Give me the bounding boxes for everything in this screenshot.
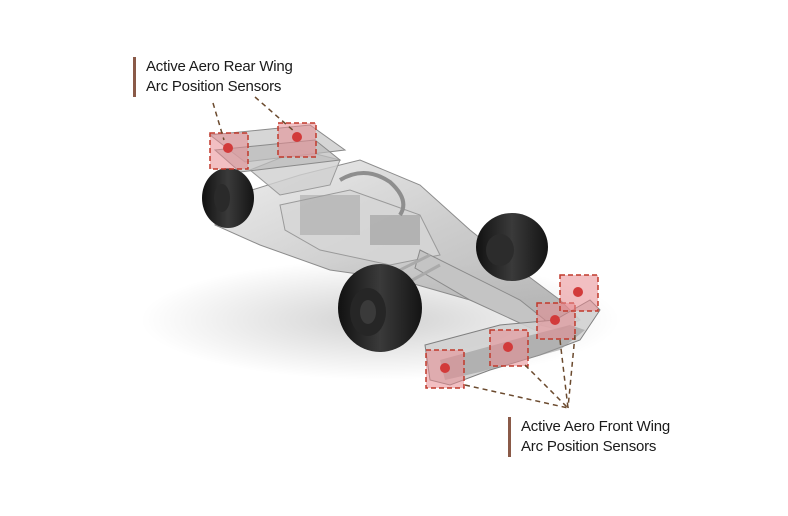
rear-wing-callout: Active Aero Rear Wing Arc Position Senso… <box>133 57 293 97</box>
leader-line <box>567 334 576 409</box>
leader-line <box>524 364 569 409</box>
rear-callout-line1: Active Aero Rear Wing <box>146 58 293 75</box>
leader-line <box>254 96 296 133</box>
front-callout-line2: Arc Position Sensors <box>521 438 657 455</box>
front-left-tire <box>338 264 422 352</box>
sensor-dot-icon <box>503 342 513 352</box>
front-right-tire <box>476 213 548 281</box>
sensor-dot-icon <box>440 363 450 373</box>
car-body <box>214 149 581 331</box>
rear-wing-sensors <box>209 96 317 170</box>
sensor-dot-icon <box>573 287 583 297</box>
sensor-dot-icon <box>223 143 233 153</box>
front-callout-line1: Active Aero Front Wing <box>521 418 670 435</box>
leader-line <box>212 102 225 141</box>
sensor-dot-icon <box>550 315 560 325</box>
sensor-dot-icon <box>292 132 302 142</box>
front-wing-callout: Active Aero Front Wing Arc Position Sens… <box>508 417 670 457</box>
callout-accent-bar <box>133 57 136 97</box>
callout-accent-bar <box>508 417 511 457</box>
leader-line <box>559 339 569 409</box>
leader-line <box>464 384 569 409</box>
front-wing-sensors <box>425 274 599 409</box>
rear-left-tire <box>202 168 254 228</box>
rear-callout-line2: Arc Position Sensors <box>146 78 282 95</box>
